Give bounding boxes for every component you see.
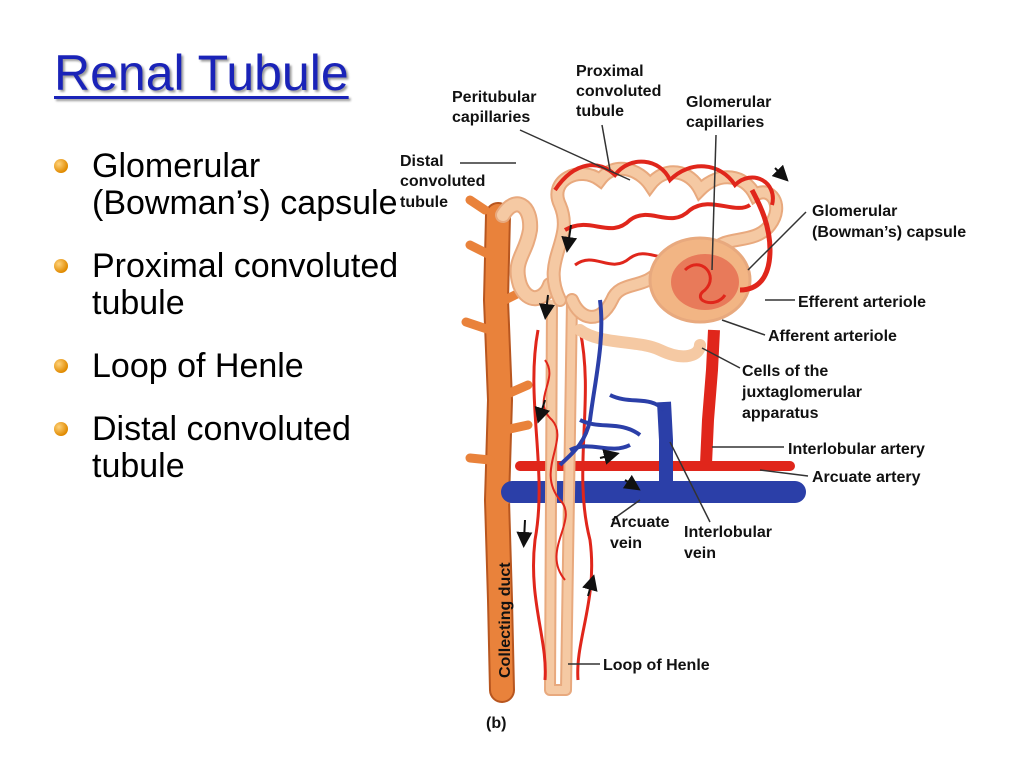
- label-line: Distal: [400, 153, 444, 170]
- label-line: juxtaglomerular: [741, 384, 862, 401]
- label-loop-of-henle: Loop of Henle: [603, 657, 710, 674]
- glomerular-capsule: [650, 238, 750, 322]
- leader-line-afferent: [722, 320, 765, 335]
- label-line: convoluted: [576, 83, 661, 100]
- label-efferent-arteriole: Efferent arteriole: [798, 294, 926, 311]
- label-line: convoluted: [400, 173, 485, 190]
- interlobular-vein: [664, 402, 666, 482]
- label-afferent-arteriole: Afferent arteriole: [768, 328, 897, 345]
- label-glomerular-capillaries: Glomerular capillaries: [686, 94, 776, 131]
- label-line: (Bowman’s) capsule: [812, 224, 966, 241]
- label-line: apparatus: [742, 405, 819, 422]
- label-arcuate-artery: Arcuate artery: [812, 469, 921, 486]
- label-line: Cells of the: [742, 363, 828, 380]
- label-peritubular-capillaries: Peritubular capillaries: [452, 89, 541, 126]
- label-line: tubule: [576, 103, 624, 120]
- leader-line-proximal: [602, 125, 610, 170]
- label-line: Peritubular: [452, 89, 536, 106]
- label-line: capillaries: [686, 114, 764, 131]
- label-arcuate-vein: Arcuate vein: [610, 514, 674, 552]
- label-interlobular-vein: Interlobular vein: [684, 524, 776, 562]
- label-bowmans-capsule: Glomerular (Bowman’s) capsule: [812, 203, 966, 241]
- label-line: tubule: [400, 194, 448, 211]
- label-proximal-convoluted-tubule: Proximal convoluted tubule: [576, 63, 666, 120]
- label-line: Arcuate: [610, 514, 670, 531]
- label-panel: (b): [486, 715, 506, 732]
- label-line: vein: [684, 545, 716, 562]
- label-line: vein: [610, 535, 642, 552]
- label-juxtaglomerular-apparatus: Cells of the juxtaglomerular apparatus: [741, 363, 866, 422]
- label-collecting-duct: Collecting duct: [497, 562, 514, 678]
- label-interlobular-artery: Interlobular artery: [788, 441, 925, 458]
- label-line: Interlobular: [684, 524, 772, 541]
- label-line: Glomerular: [812, 203, 897, 220]
- label-line: Glomerular: [686, 94, 771, 111]
- label-line: Proximal: [576, 63, 644, 80]
- label-line: capillaries: [452, 109, 530, 126]
